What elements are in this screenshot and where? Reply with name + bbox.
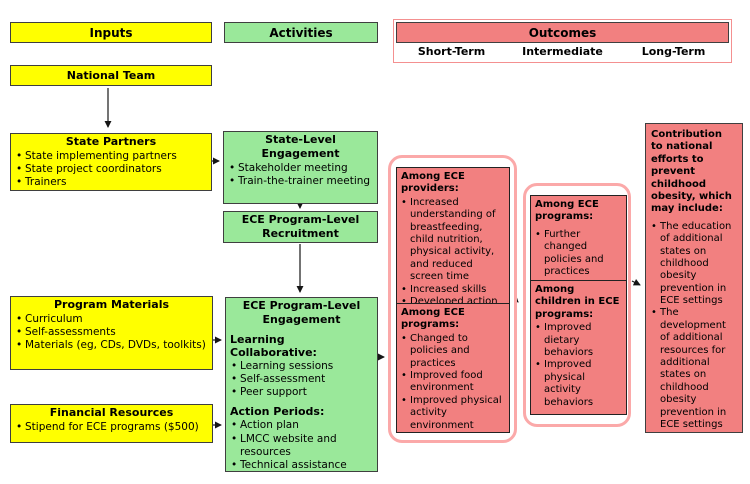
ece-programs-intermediate-list: Further changed policies and practices: [535, 229, 622, 279]
ece-programs-short-heading: Among ECE programs:: [401, 307, 465, 331]
action-periods-heading: Action Periods:: [230, 405, 325, 419]
ece-providers-heading: Among ECE providers:: [401, 171, 465, 195]
list-item: LMCC website and resources: [230, 433, 373, 459]
action-periods-list: Action plan LMCC website and resources T…: [230, 419, 373, 471]
activities-column-header: Activities: [224, 22, 378, 43]
financial-resources-box: Financial Resources Stipend for ECE prog…: [10, 404, 213, 443]
list-item: Curriculum: [15, 313, 208, 326]
children-section: Among children in ECE programs: Improved…: [531, 280, 626, 414]
list-item: Increased skills: [401, 284, 505, 297]
list-item: Stipend for ECE programs ($500): [15, 421, 208, 434]
long-term-heading: Contribution to national efforts to prev…: [651, 129, 732, 215]
intermediate-outcomes-container: Among ECE programs: Further changed poli…: [523, 183, 631, 427]
state-level-engagement-list: Stakeholder meeting Train-the-trainer me…: [228, 162, 373, 188]
long-term-list: The education of additional states on ch…: [651, 221, 737, 432]
ece-engagement-title: ECE Program-Level Engagement: [242, 299, 361, 326]
list-item: Further changed policies and practices: [535, 229, 622, 279]
list-item: Technical assistance: [230, 459, 373, 471]
list-item: Peer support: [230, 386, 373, 399]
list-item: Train-the-trainer meeting: [228, 175, 373, 188]
list-item: Trainers: [15, 176, 207, 189]
state-partners-list: State implementing partners State projec…: [15, 150, 207, 190]
inputs-header-label: Inputs: [89, 25, 133, 40]
list-item: Changed to policies and practices: [401, 333, 505, 370]
intermediate-outcomes-box: Among ECE programs: Further changed poli…: [530, 195, 627, 415]
list-item: Action plan: [230, 419, 373, 432]
list-item: State project coordinators: [15, 163, 207, 176]
arrow-intermediate-to-longterm: [631, 278, 641, 286]
short-term-label: Short-Term: [417, 45, 486, 58]
learning-collaborative-heading: Learning Collaborative:: [230, 332, 317, 359]
state-partners-box: State Partners State implementing partne…: [10, 133, 212, 191]
list-item: Self-assessments: [15, 326, 208, 339]
list-item: Increased understanding of breastfeeding…: [401, 197, 505, 284]
children-heading: Among children in ECE programs:: [535, 284, 620, 320]
ece-programs-short-list: Changed to policies and practices Improv…: [401, 333, 505, 432]
financial-resources-title: Financial Resources: [49, 406, 174, 419]
outcomes-header-bar: Outcomes: [396, 22, 729, 43]
list-item: The education of additional states on ch…: [651, 221, 737, 308]
state-level-engagement-title: State-Level Engagement: [261, 133, 340, 160]
program-materials-box: Program Materials Curriculum Self-assess…: [10, 296, 213, 370]
ece-recruitment-box: ECE Program-Level Recruitment: [223, 211, 378, 243]
list-item: The development of additional resources …: [651, 307, 737, 431]
financial-resources-list: Stipend for ECE programs ($500): [15, 421, 208, 434]
ece-engagement-box: ECE Program-Level Engagement Learning Co…: [225, 297, 378, 472]
list-item: Improved physical activity environment: [401, 395, 505, 432]
ece-programs-intermediate-heading: Among ECE programs:: [535, 199, 599, 223]
outcomes-header-label: Outcomes: [528, 25, 597, 40]
activities-header-label: Activities: [269, 25, 333, 40]
program-materials-list: Curriculum Self-assessments Materials (e…: [15, 313, 208, 353]
state-level-engagement-box: State-Level Engagement Stakeholder meeti…: [223, 131, 378, 204]
list-item: Developed action: [401, 296, 505, 303]
list-item: Improved dietary behaviors: [535, 322, 622, 359]
ece-providers-section: Among ECE providers: Increased understan…: [397, 168, 509, 303]
ece-providers-list: Increased understanding of breastfeeding…: [401, 197, 505, 303]
outcome-term-labels: Short-Term Intermediate Long-Term: [396, 43, 729, 60]
list-item: Materials (eg, CDs, DVDs, toolkits): [15, 339, 208, 352]
list-item: Improved physical activity behaviors: [535, 359, 622, 409]
ece-recruitment-title: ECE Program-Level Recruitment: [241, 213, 360, 240]
short-term-outcomes-box: Among ECE providers: Increased understan…: [396, 167, 510, 433]
list-item: Improved food environment: [401, 370, 505, 395]
national-team-box: National Team: [10, 65, 212, 86]
children-list: Improved dietary behaviors Improved phys…: [535, 322, 622, 409]
national-team-title: National Team: [66, 69, 156, 82]
list-item: Self-assessment: [230, 373, 373, 386]
ece-programs-intermediate-section: Among ECE programs: Further changed poli…: [531, 196, 626, 280]
program-materials-title: Program Materials: [53, 298, 170, 311]
list-item: Stakeholder meeting: [228, 162, 373, 175]
list-item: Learning sessions: [230, 360, 373, 373]
short-term-outcomes-container: Among ECE providers: Increased understan…: [388, 155, 517, 443]
intermediate-label: Intermediate: [522, 45, 603, 58]
inputs-column-header: Inputs: [10, 22, 212, 43]
long-term-label: Long-Term: [641, 45, 706, 58]
list-item: State implementing partners: [15, 150, 207, 163]
outcomes-column-header: Outcomes Short-Term Intermediate Long-Te…: [393, 19, 732, 63]
learning-collaborative-list: Learning sessions Self-assessment Peer s…: [230, 360, 373, 400]
state-partners-title: State Partners: [65, 135, 157, 148]
ece-programs-short-section: Among ECE programs: Changed to policies …: [397, 303, 509, 432]
long-term-outcomes-box: Contribution to national efforts to prev…: [645, 123, 743, 433]
